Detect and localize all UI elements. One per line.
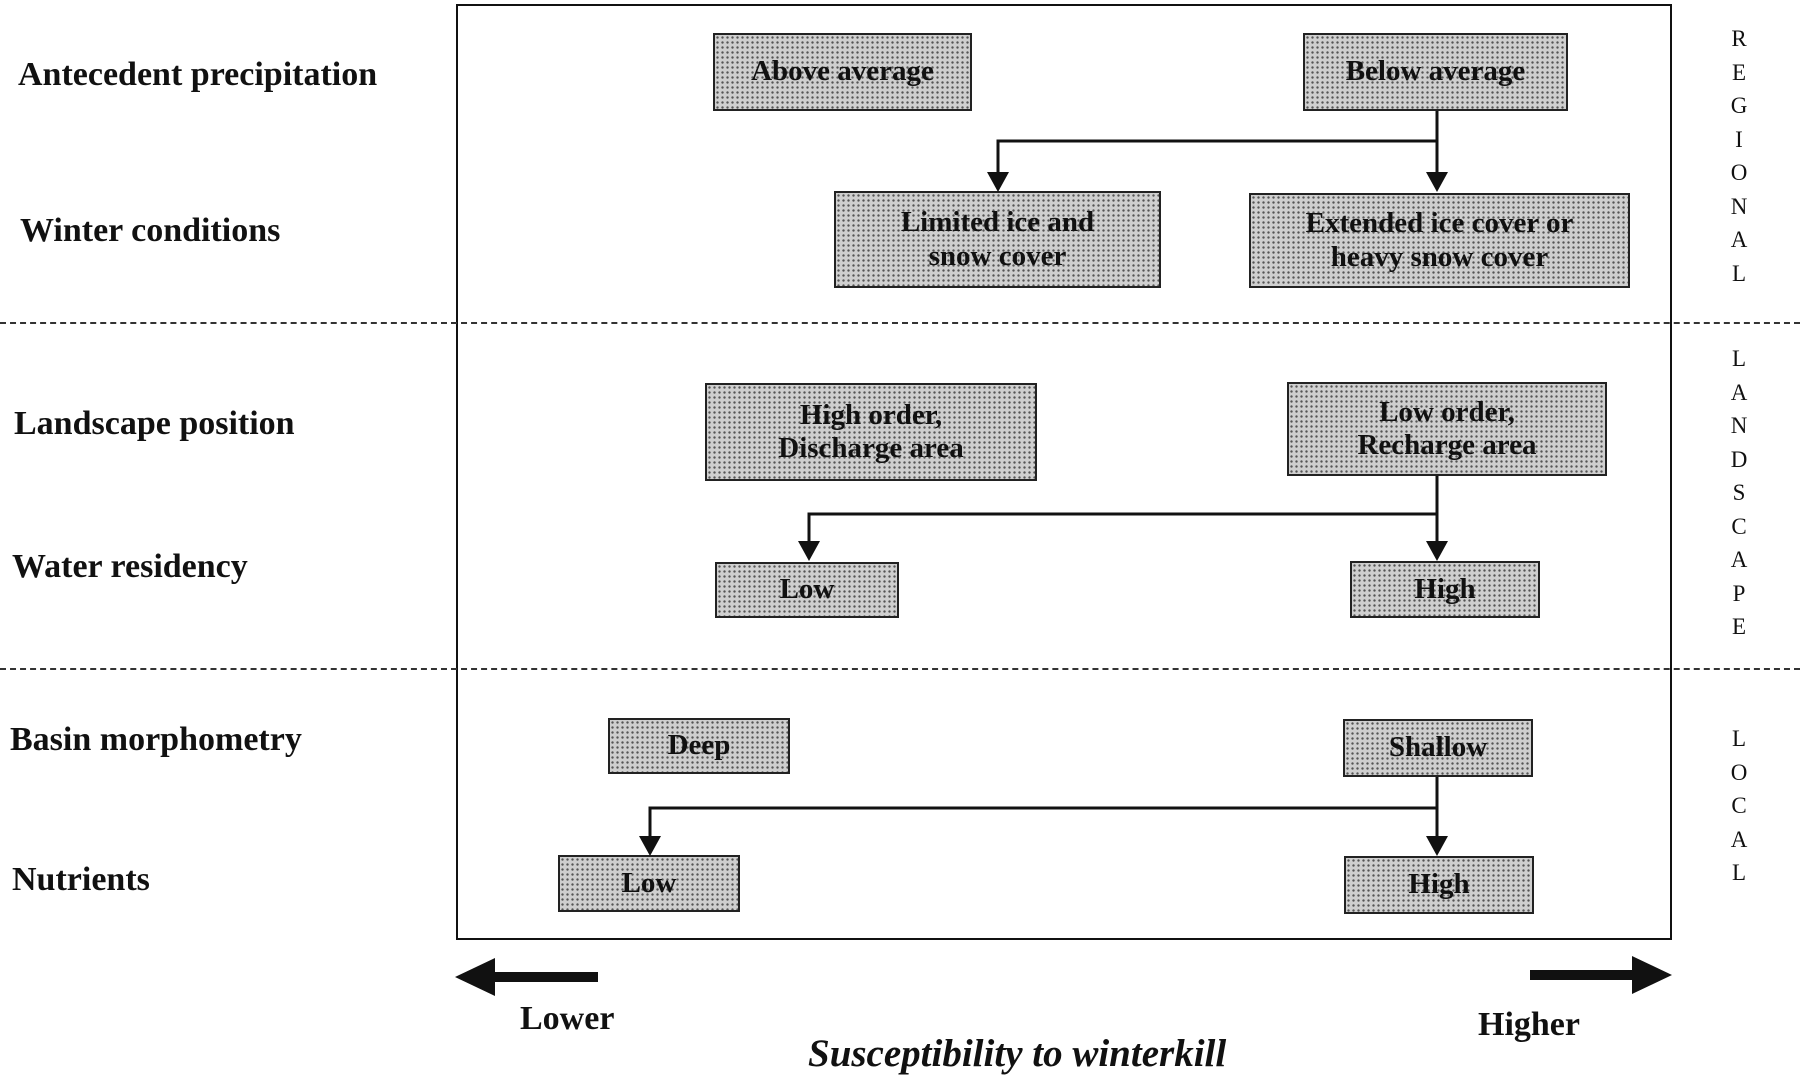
row-label-basin-morphometry: Basin morphometry <box>10 721 302 758</box>
separator-landscape-local <box>0 668 1800 670</box>
box-nutrients-high: High <box>1344 856 1534 914</box>
scale-letter: L <box>1731 260 1747 286</box>
scale-letter: A <box>1730 547 1748 572</box>
scale-letter: I <box>1735 126 1743 152</box>
box-limited-ice-snow: Limited ice and snow cover <box>834 191 1161 288</box>
higher-arrow-shaft <box>1530 970 1638 980</box>
box-low-order-recharge: Low order, Recharge area <box>1287 382 1607 476</box>
scale-letter: L <box>1731 726 1747 751</box>
box-below-average: Below average <box>1303 33 1568 111</box>
row-label-nutrients: Nutrients <box>12 861 150 898</box>
scale-letter: L <box>1731 860 1747 885</box>
axis-higher-label: Higher <box>1478 1006 1580 1043</box>
scale-letter: A <box>1730 826 1748 852</box>
axis-lower-label: Lower <box>520 1000 615 1037</box>
scale-letter: E <box>1731 59 1747 85</box>
higher-arrowhead <box>1632 956 1672 994</box>
row-label-antecedent-precipitation: Antecedent precipitation <box>18 56 378 93</box>
row-label-water-residency: Water residency <box>12 548 248 585</box>
lower-arrow-shaft <box>488 972 598 982</box>
axis-title: Susceptibility to winterkill <box>808 1032 1227 1075</box>
box-nutrients-low: Low <box>558 855 740 912</box>
scale-letter: N <box>1730 193 1748 219</box>
scale-letter: A <box>1730 227 1748 252</box>
scale-letter: S <box>1732 480 1746 505</box>
scale-letter: P <box>1732 580 1746 606</box>
scale-letter: O <box>1730 160 1748 185</box>
diagram-frame <box>456 4 1672 940</box>
box-extended-ice-snow: Extended ice cover or heavy snow cover <box>1249 193 1630 288</box>
row-label-winter-conditions: Winter conditions <box>20 212 281 249</box>
scale-letter: A <box>1730 379 1748 405</box>
box-deep: Deep <box>608 718 790 774</box>
scale-letter: N <box>1730 413 1748 438</box>
lower-arrowhead <box>455 958 495 996</box>
box-above-average: Above average <box>713 33 972 111</box>
row-label-landscape-position: Landscape position <box>14 405 295 442</box>
scale-letter: E <box>1731 614 1747 639</box>
scale-letter: G <box>1730 93 1748 118</box>
box-residency-high: High <box>1350 561 1540 618</box>
scale-letter: R <box>1731 26 1747 51</box>
box-shallow: Shallow <box>1343 719 1533 777</box>
box-residency-low: Low <box>715 562 899 618</box>
scale-letter: O <box>1730 759 1748 785</box>
scale-letter: L <box>1731 346 1747 371</box>
separator-regional-landscape <box>0 322 1800 324</box>
box-high-order-discharge: High order, Discharge area <box>705 383 1037 481</box>
scale-letter: D <box>1730 446 1748 472</box>
scale-letter: C <box>1731 513 1747 539</box>
scale-letter: C <box>1731 793 1747 818</box>
